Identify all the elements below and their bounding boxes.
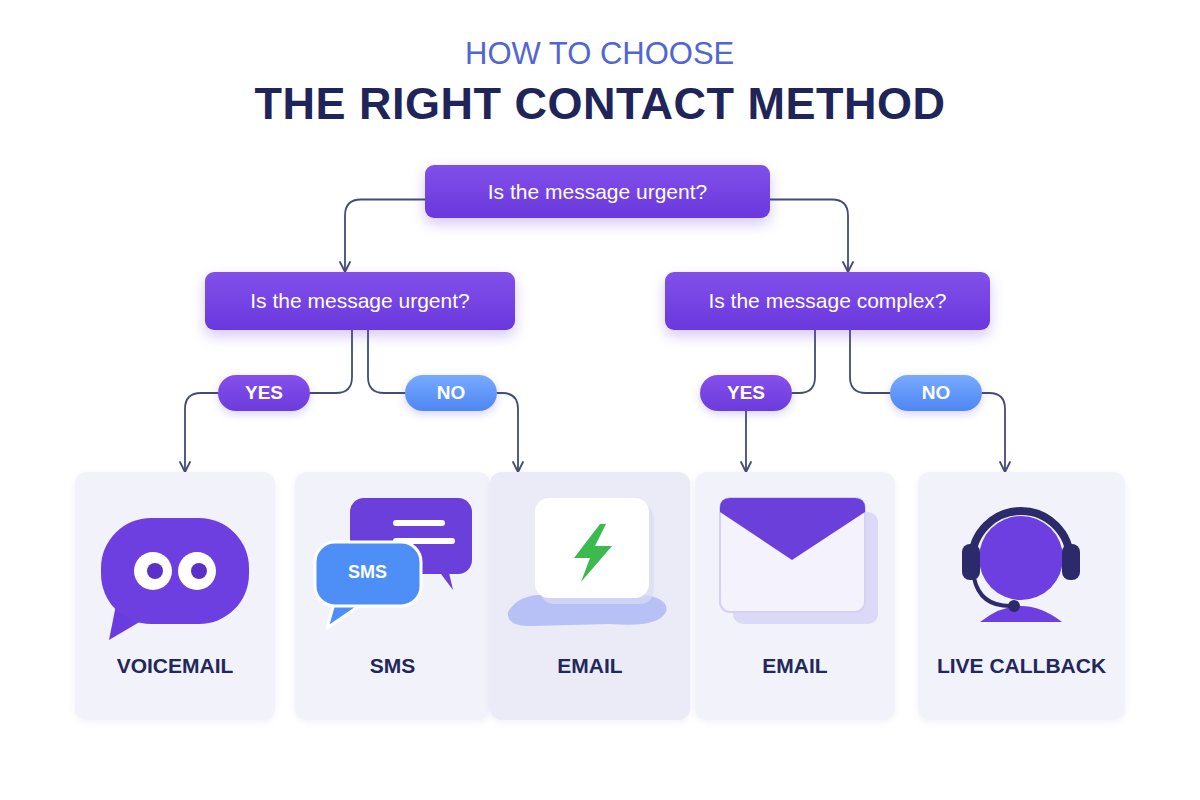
decision-box: Is the message urgent? bbox=[425, 165, 770, 218]
channel-name: EMAIL bbox=[762, 654, 827, 678]
flow-connector bbox=[982, 393, 1005, 472]
flow-connector bbox=[345, 200, 425, 273]
channel-card: SMS bbox=[295, 472, 490, 720]
flow-connector bbox=[368, 330, 405, 393]
node-text: Is the message urgent? bbox=[488, 180, 707, 204]
node-text: Is the message urgent? bbox=[250, 289, 469, 313]
decision-box: Is the message complex? bbox=[665, 272, 990, 330]
flow-connector bbox=[745, 411, 747, 472]
decision-box: Is the message urgent? bbox=[205, 272, 515, 330]
node-text: YES bbox=[245, 382, 283, 404]
flow-connector bbox=[497, 393, 518, 472]
flow-connector bbox=[310, 330, 352, 393]
channel-icon bbox=[295, 472, 490, 720]
flow-connector bbox=[185, 393, 218, 472]
channel-name: SMS bbox=[370, 654, 416, 678]
channel-icon bbox=[918, 472, 1125, 720]
channel-card: LIVE CALLBACK bbox=[918, 472, 1125, 720]
channel-icon bbox=[695, 472, 895, 720]
answer-pill: YES bbox=[218, 375, 310, 411]
answer-pill: NO bbox=[405, 375, 497, 411]
flow-connector bbox=[850, 330, 890, 393]
flow-connector bbox=[792, 330, 815, 393]
bubble-text: SMS bbox=[348, 562, 387, 583]
channel-icon bbox=[75, 472, 275, 720]
diagram-title: THE RIGHT CONTACT METHOD bbox=[0, 78, 1200, 130]
channel-name: VOICEMAIL bbox=[117, 654, 234, 678]
node-text: YES bbox=[727, 382, 765, 404]
node-text: NO bbox=[922, 382, 951, 404]
channel-name: LIVE CALLBACK bbox=[937, 654, 1106, 678]
node-text: NO bbox=[437, 382, 466, 404]
answer-pill: YES bbox=[700, 375, 792, 411]
channel-icon bbox=[490, 472, 690, 720]
channel-name: EMAIL bbox=[557, 654, 622, 678]
flow-connector bbox=[770, 200, 848, 273]
answer-pill: NO bbox=[890, 375, 982, 411]
channel-card: EMAIL bbox=[490, 472, 690, 720]
node-text: Is the message complex? bbox=[708, 289, 946, 313]
subtitle: HOW TO CHOOSE bbox=[465, 36, 734, 72]
channel-card: VOICEMAIL bbox=[75, 472, 275, 720]
channel-card: EMAIL bbox=[695, 472, 895, 720]
